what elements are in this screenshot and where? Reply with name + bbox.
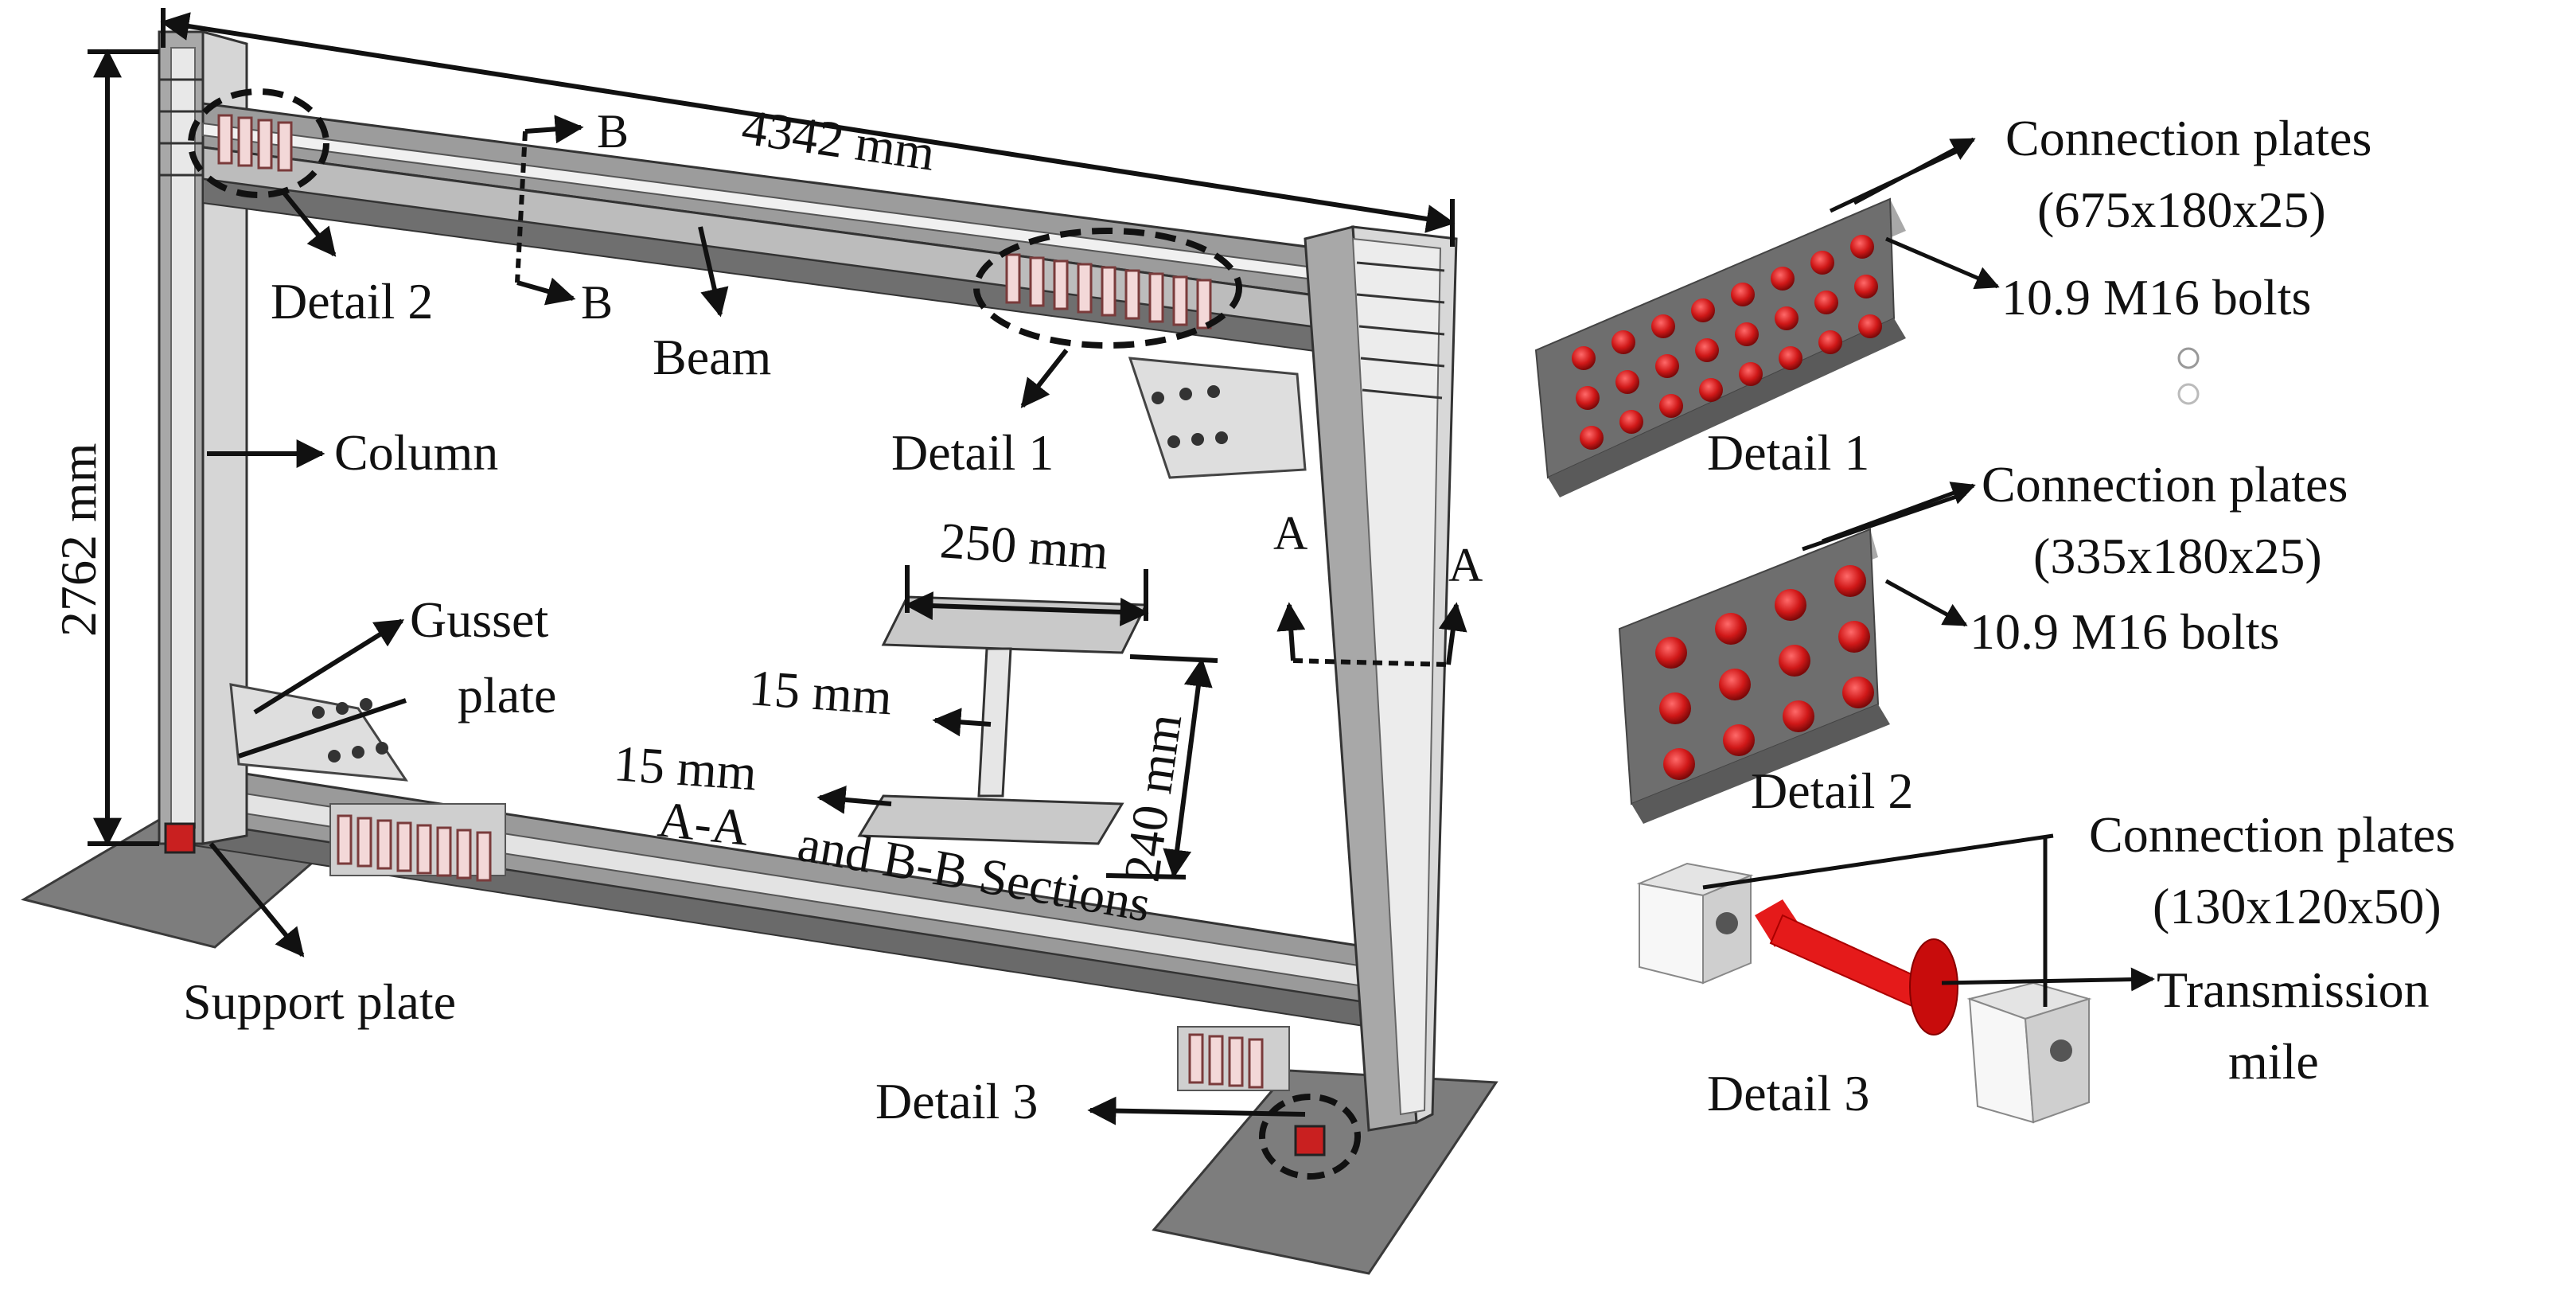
detail3-label: Detail 3 <box>875 1073 1038 1129</box>
detail-leader-lines <box>1702 137 2155 1007</box>
detail2-label: Detail 2 <box>271 273 433 330</box>
d3-plates-dims: (130x120x50) <box>2153 878 2442 934</box>
gusset-plate-top <box>1128 357 1307 479</box>
d1-bolts-label: 10.9 M16 bolts <box>2001 269 2311 326</box>
flange-thickness-label: 15 mm <box>612 735 758 801</box>
detail2-illustration <box>1618 528 1890 824</box>
detail3-marker <box>1259 1094 1361 1180</box>
section-depth-label: 240 mm <box>1113 711 1193 885</box>
gusset-label-line2: plate <box>458 667 556 724</box>
d2-bolts-label: 10.9 M16 bolts <box>1970 603 2279 660</box>
gusset-label-line1: Gusset <box>410 591 548 648</box>
section-b-bottom-label: B <box>581 276 613 329</box>
flange-width-label: 250 mm <box>938 512 1110 580</box>
d3-plates-label: Connection plates <box>2089 806 2455 863</box>
d3-pin-label-line1: Transmission <box>2157 961 2430 1018</box>
span-dimension <box>160 12 1456 233</box>
section-b-top-label: B <box>597 105 629 158</box>
d2-plates-label: Connection plates <box>1982 456 2348 513</box>
detail-labels: Connection plates (675x180x25) 10.9 M16 … <box>1707 110 2455 1121</box>
right-column <box>1294 225 1458 1156</box>
span-label: 4342 mm <box>739 99 938 181</box>
section-caption-aa: A-A <box>656 790 752 856</box>
d2-title: Detail 2 <box>1751 763 1913 819</box>
detail1-label: Detail 1 <box>891 424 1054 481</box>
bolt-group-bottom-right <box>1177 1026 1290 1091</box>
detail1-illustration <box>1534 197 2200 497</box>
frame-labels: 4342 mm 2762 mm B B Detail 2 Beam Column… <box>50 99 1483 1129</box>
left-column <box>158 30 248 854</box>
detail3-illustration <box>1636 862 2092 1124</box>
d1-plates-label: Connection plates <box>2005 110 2371 166</box>
column-label: Column <box>334 424 498 481</box>
section-a-left-label: A <box>1273 507 1307 560</box>
support-plate-label: Support plate <box>183 973 456 1030</box>
beam-label: Beam <box>653 329 771 385</box>
d3-title: Detail 3 <box>1707 1065 1869 1121</box>
web-thickness-label: 15 mm <box>747 659 894 725</box>
gusset-plate-bottom <box>229 683 408 782</box>
d1-title: Detail 1 <box>1707 424 1869 481</box>
bolt-group-bottom-left <box>329 803 506 882</box>
steel-frame <box>21 30 1498 1275</box>
transmission-pin <box>1755 899 1958 1036</box>
d1-plates-dims: (675x180x25) <box>2037 181 2326 238</box>
section-a-right-label: A <box>1448 539 1483 591</box>
i-beam-section <box>857 595 1148 845</box>
height-label: 2762 mm <box>50 443 107 637</box>
dimension-lines <box>88 8 1467 1125</box>
d2-plates-dims: (335x180x25) <box>2033 528 2322 584</box>
d3-pin-label-line2: mile <box>2228 1033 2319 1090</box>
